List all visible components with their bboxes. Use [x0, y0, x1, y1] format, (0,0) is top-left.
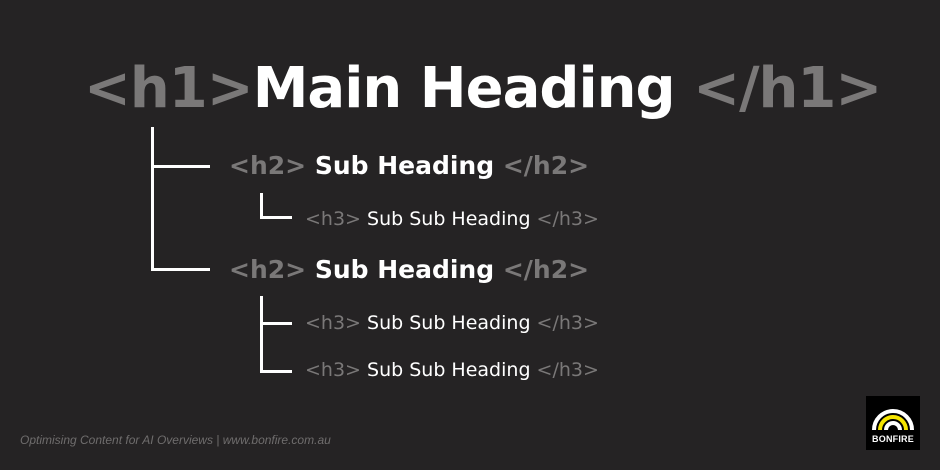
h1-line: <h1>Main Heading </h1>	[84, 54, 882, 124]
h3-close-tag: </h3>	[536, 312, 599, 334]
h3-close-tag: </h3>	[536, 208, 599, 230]
h1-open-tag: <h1>	[84, 56, 254, 121]
h1-close-tag: </h1>	[693, 56, 882, 121]
h3-title: Sub Sub Heading	[367, 359, 531, 381]
h2-to-h3-connector-2	[260, 296, 263, 373]
h2-title: Sub Heading	[314, 255, 495, 284]
h3-open-tag: <h3>	[305, 359, 361, 381]
h2-to-h3-connector-1	[260, 193, 292, 219]
footer-caption: Optimising Content for AI Overviews | ww…	[20, 433, 331, 447]
h3-title: Sub Sub Heading	[367, 208, 531, 230]
bonfire-logo: BONFIRE	[866, 396, 920, 450]
h2-line-1: <h2> Sub Heading </h2>	[229, 149, 589, 183]
h2-line-2: <h2> Sub Heading </h2>	[229, 253, 589, 287]
h3-line-3: <h3> Sub Sub Heading </h3>	[305, 356, 599, 384]
h2-to-h3-branch-2	[260, 370, 292, 373]
h3-line-2: <h3> Sub Sub Heading </h3>	[305, 309, 599, 337]
h3-open-tag: <h3>	[305, 208, 361, 230]
h2-title: Sub Heading	[314, 151, 495, 180]
h3-line-1: <h3> Sub Sub Heading </h3>	[305, 205, 599, 233]
h1-to-h2-branch-1	[151, 165, 210, 168]
h2-open-tag: <h2>	[229, 255, 307, 284]
h1-title: Main Heading	[252, 56, 676, 121]
h1-to-h2-connector	[151, 127, 154, 270]
h2-close-tag: </h2>	[502, 151, 590, 180]
h1-to-h2-branch-2	[151, 268, 210, 271]
h3-title: Sub Sub Heading	[367, 312, 531, 334]
h2-to-h3-branch-1	[260, 322, 292, 325]
logo-text: BONFIRE	[872, 434, 914, 444]
h2-close-tag: </h2>	[502, 255, 590, 284]
bonfire-logo-icon	[872, 409, 914, 431]
h3-close-tag: </h3>	[536, 359, 599, 381]
h2-open-tag: <h2>	[229, 151, 307, 180]
h3-open-tag: <h3>	[305, 312, 361, 334]
